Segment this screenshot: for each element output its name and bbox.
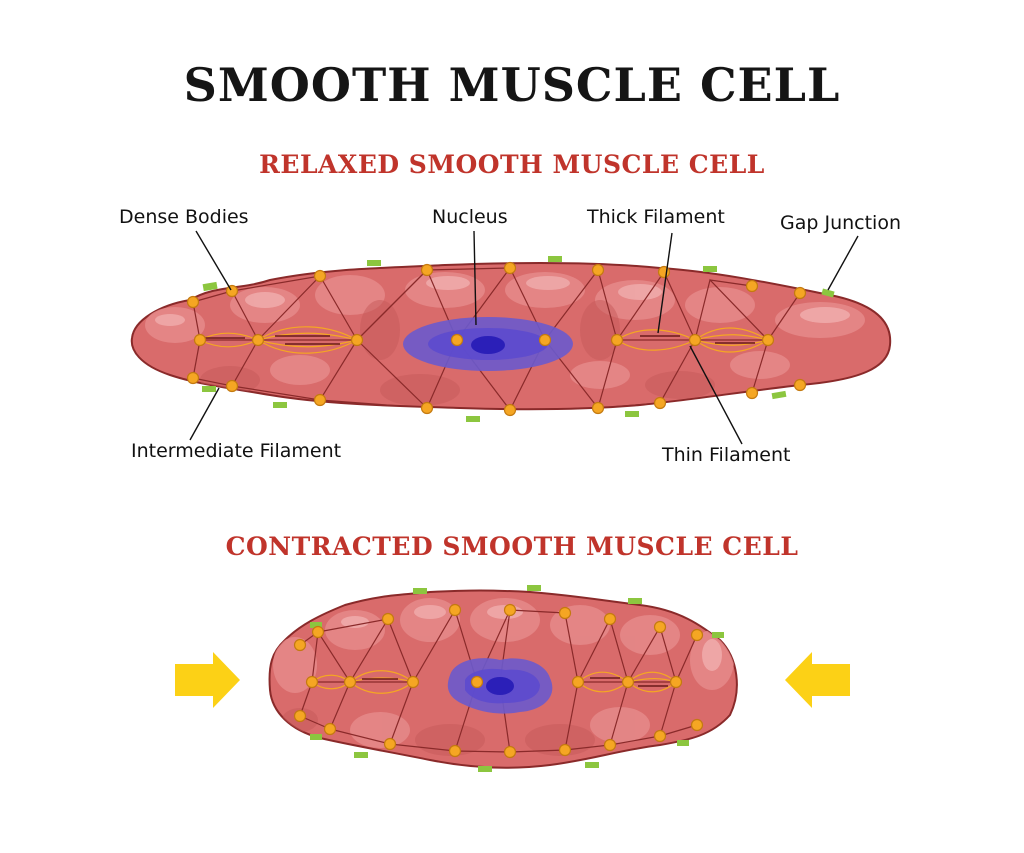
contracted-dense-bodies bbox=[293, 603, 704, 759]
relaxed-cell-texture bbox=[145, 267, 865, 410]
label-thick-filament: Thick Filament bbox=[587, 206, 725, 228]
contracted-nucleolus bbox=[486, 677, 514, 695]
left-arrow bbox=[175, 652, 240, 708]
relaxed-heading: RELAXED SMOOTH MUSCLE CELL bbox=[259, 150, 765, 179]
contracted-heading: CONTRACTED SMOOTH MUSCLE CELL bbox=[225, 532, 799, 561]
relaxed-gap-junctions bbox=[202, 256, 835, 422]
contracted-cell bbox=[268, 585, 738, 772]
relaxed-cell bbox=[130, 230, 892, 445]
label-nucleus: Nucleus bbox=[432, 206, 508, 228]
leader-dense-bodies bbox=[195, 230, 232, 291]
relaxed-dense-bodies bbox=[186, 261, 807, 417]
label-dense-bodies: Dense Bodies bbox=[119, 206, 249, 228]
leader-nucleus bbox=[473, 230, 477, 326]
contracted-gap-junctions bbox=[310, 585, 724, 772]
relaxed-thick-bars bbox=[205, 335, 755, 345]
contracted-cell-texture bbox=[273, 598, 734, 756]
leader-thick-filament bbox=[657, 232, 673, 334]
leader-intermediate-filament bbox=[189, 387, 220, 441]
label-thin-filament: Thin Filament bbox=[662, 444, 791, 466]
leader-thin-filament bbox=[689, 345, 743, 445]
relaxed-leader-lines bbox=[189, 230, 859, 445]
label-intermediate-filament: Intermediate Filament bbox=[131, 440, 342, 462]
relaxed-nucleolus bbox=[471, 336, 505, 354]
right-arrow bbox=[785, 652, 850, 708]
label-gap-junction: Gap Junction bbox=[780, 212, 901, 234]
diagram-title: SMOOTH MUSCLE CELL bbox=[183, 58, 841, 112]
leader-gap-junction bbox=[827, 235, 859, 291]
